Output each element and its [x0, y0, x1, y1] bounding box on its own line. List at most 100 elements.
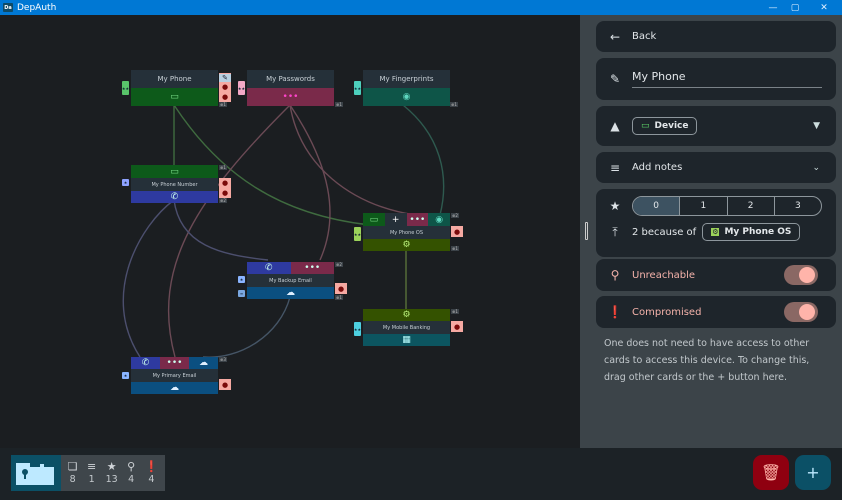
- edge: [122, 199, 175, 358]
- device-icon: ▭: [131, 88, 218, 106]
- back-label: Back: [632, 31, 657, 42]
- edge: [402, 104, 445, 216]
- phone-icon: ✆: [131, 357, 160, 369]
- edge: [173, 104, 371, 226]
- fingerprint-icon: ◉: [428, 213, 450, 226]
- unreachable-icon: ●: [453, 227, 461, 236]
- fingerprint-icon: ◉: [363, 88, 450, 106]
- edit-icon[interactable]: ✎: [219, 73, 231, 82]
- card-my-primary-email[interactable]: ✆ ••• ☁ My Primary Email ☁: [131, 357, 218, 394]
- level-0[interactable]: 0: [633, 197, 680, 215]
- count-badge: ⊕1: [451, 246, 459, 251]
- window-title: DepAuth: [17, 2, 57, 13]
- maximize-button[interactable]: ▢: [790, 2, 800, 13]
- unreachable-row: ⚲ Unreachable: [596, 259, 836, 291]
- effective-level-text: 2 because of: [632, 226, 697, 238]
- compromised-icon: ❗: [607, 305, 623, 319]
- name-input[interactable]: My Phone: [632, 70, 822, 88]
- level-3[interactable]: 3: [773, 197, 821, 215]
- count-badge: ⊕1: [219, 165, 227, 170]
- type-chip[interactable]: ▭Device: [632, 117, 698, 135]
- os-icon: ⚙: [363, 239, 450, 251]
- card-title: My Backup Email: [247, 274, 334, 287]
- source-card-chip[interactable]: ⚙My Phone OS: [702, 223, 801, 241]
- device-icon: ▭: [641, 121, 650, 131]
- compromised-icon: ●: [221, 380, 229, 389]
- flags: ●: [451, 321, 463, 332]
- notes-expander[interactable]: ≡ Add notes ⌄: [596, 152, 836, 183]
- notes-label: Add notes: [632, 162, 683, 173]
- card-my-phone[interactable]: My Phone ▭: [131, 70, 218, 106]
- edge: [202, 296, 291, 358]
- count-badge: ⊕1: [335, 102, 343, 107]
- security-level-selector[interactable]: 0 1 2 3: [632, 196, 822, 216]
- minimize-button[interactable]: —: [768, 2, 778, 13]
- app-logo: [11, 455, 61, 491]
- count-badge: ⊕2: [451, 213, 459, 218]
- flags: ●: [219, 379, 231, 390]
- add-card-button[interactable]: +: [795, 455, 831, 490]
- card-my-backup-email[interactable]: ✆ ••• My Backup Email ☁: [247, 262, 334, 299]
- phone-icon: ✆: [131, 191, 218, 203]
- arrow-up-icon: ⤒: [612, 224, 618, 239]
- password-icon: •••: [290, 262, 334, 274]
- card-title: My Phone: [131, 70, 218, 88]
- cloud-icon: ☁: [131, 382, 218, 394]
- level-2[interactable]: 2: [726, 197, 774, 215]
- count-badge: ⊕2: [219, 198, 227, 203]
- card-title: My Phone Number: [131, 178, 218, 191]
- plus-icon: +: [806, 463, 820, 482]
- flags: ●●: [219, 178, 231, 198]
- count-badge: ⊕3: [219, 357, 227, 362]
- pencil-icon: ✎: [609, 72, 621, 86]
- compromised-row: ❗ Compromised: [596, 296, 836, 328]
- edge: [289, 104, 331, 261]
- card-my-fingerprints[interactable]: My Fingerprints ◉: [363, 70, 450, 106]
- card-my-phone-os[interactable]: ▭ + ••• ◉ My Phone OS ⚙: [363, 213, 450, 251]
- panel-resize-handle[interactable]: [585, 222, 588, 240]
- unreachable-toggle[interactable]: [784, 265, 818, 285]
- card-title: My Phone OS: [363, 226, 450, 239]
- notes-icon: ≡: [609, 160, 621, 175]
- password-icon: •••: [247, 88, 334, 106]
- compromised-label: Compromised: [632, 306, 702, 318]
- phone-icon: ✆: [247, 262, 291, 274]
- cards-icon: ❏: [67, 460, 78, 473]
- trash-icon: 🗑: [760, 463, 782, 482]
- compromised-icon: ❗: [144, 460, 159, 473]
- security-row: ★ 0 1 2 3 ⤒ 2 because of ⚙My Phone OS: [596, 189, 836, 257]
- compromised-icon: ●: [337, 284, 345, 293]
- back-button[interactable]: ← Back: [596, 21, 836, 52]
- shapes-icon: ▲: [610, 119, 620, 133]
- dependency-canvas[interactable]: ★★ My Phone ▭ ✎ ● ● ⊕1 ★★ My Passwords •…: [0, 15, 580, 448]
- name-row: ✎ My Phone: [596, 58, 836, 100]
- card-my-passwords[interactable]: My Passwords •••: [247, 70, 334, 106]
- count-badge: ⊕1: [335, 295, 343, 300]
- bottom-bar: ❏8 ≡1 ★13 ⚲4 ❗4 🗑 +: [0, 448, 842, 500]
- add-requirement-button[interactable]: +: [384, 213, 407, 226]
- type-select[interactable]: ▲ ▭Device ▼: [596, 106, 836, 146]
- card-my-phone-number[interactable]: ▭ My Phone Number ✆: [131, 165, 218, 203]
- compromised-toggle[interactable]: [784, 302, 818, 322]
- delete-button[interactable]: 🗑: [753, 455, 789, 490]
- compromised-count: ❗4: [144, 460, 159, 486]
- details-panel: ← Back ✎ My Phone ▲ ▭Device ▼ ≡ Add note…: [580, 15, 842, 448]
- cards-count: ❏8: [67, 460, 78, 486]
- level-1[interactable]: 1: [679, 197, 726, 215]
- count-badge: ⊕1: [450, 102, 458, 107]
- cloud-icon: ☁: [247, 287, 334, 299]
- star-tag: ★★: [122, 81, 129, 95]
- count-badge: ⊕1: [451, 309, 459, 314]
- cloud-icon: ☁: [189, 357, 218, 369]
- flags: ✎ ● ●: [219, 73, 231, 102]
- close-button[interactable]: ✕: [820, 2, 828, 13]
- star-icon: ★: [609, 199, 621, 213]
- password-icon: •••: [160, 357, 189, 369]
- count-badge: ⊕2: [335, 262, 343, 267]
- star-tag: ★: [238, 276, 245, 283]
- card-title: My Passwords: [247, 70, 334, 88]
- card-my-mobile-banking[interactable]: ⚙ My Mobile Banking ▦: [363, 309, 450, 346]
- unreachable-icon: ⚲: [610, 268, 620, 282]
- dependency-hint: One does not need to have access to othe…: [604, 338, 810, 383]
- os-icon: ⚙: [711, 228, 720, 236]
